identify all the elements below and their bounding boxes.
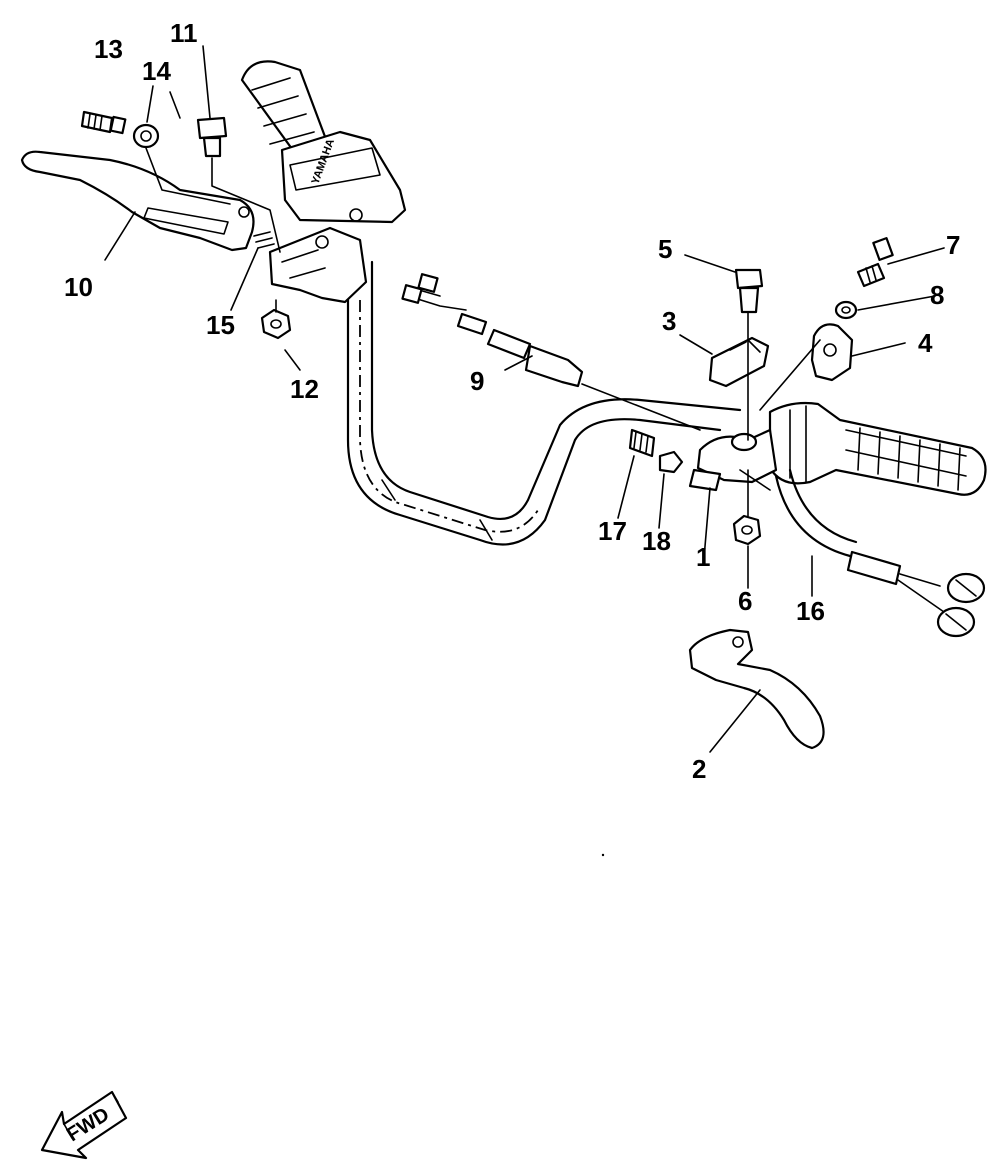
adjuster-17 (628, 428, 656, 458)
callout-17: 17 (598, 516, 627, 546)
master-cylinder: YAMAHA (268, 130, 407, 304)
stray-dot (601, 853, 605, 857)
nut-6 (732, 514, 762, 546)
screw-5 (734, 268, 764, 314)
switch-wire-9 (401, 273, 584, 388)
left-grip (240, 60, 332, 162)
throttle-housing-1 (688, 428, 778, 492)
washer-8 (834, 300, 858, 320)
collar-14 (132, 123, 160, 149)
wire-harness-16 (774, 468, 986, 638)
locknut-18 (658, 450, 684, 474)
callout-5: 5 (658, 234, 672, 264)
callout-13: 13 (94, 34, 123, 64)
handlebar-tube (346, 260, 742, 546)
clutch-lever-2 (688, 628, 825, 750)
adjuster-spring-15 (253, 231, 275, 249)
screw-7 (856, 237, 894, 288)
throttle-cover-4 (810, 323, 854, 382)
callout-2: 2 (692, 754, 706, 784)
callout-16: 16 (796, 596, 825, 626)
pivot-bolt-11 (196, 116, 228, 158)
callout-6: 6 (738, 586, 752, 616)
callout-12: 12 (290, 374, 319, 404)
callout-11: 11 (170, 18, 198, 48)
leader-lines (104, 45, 945, 753)
forward-direction-arrow: FWD (40, 1090, 128, 1160)
callout-9: 9 (470, 366, 484, 396)
callout-8: 8 (930, 280, 944, 310)
callout-4: 4 (918, 328, 933, 358)
callout-18: 18 (642, 526, 671, 556)
callout-labels: 1 2 3 4 5 6 7 8 9 10 11 12 13 14 15 16 1… (64, 18, 960, 784)
brake-lever-10 (20, 150, 255, 252)
lever-bolt-13 (80, 110, 127, 135)
callout-15: 15 (206, 310, 235, 340)
callout-1: 1 (696, 542, 710, 572)
callout-7: 7 (946, 230, 960, 260)
nut-12 (260, 308, 292, 340)
callout-3: 3 (662, 306, 676, 336)
clamp-3 (708, 336, 770, 388)
callout-10: 10 (64, 272, 93, 302)
right-grip (768, 401, 987, 496)
callout-14: 14 (142, 56, 171, 86)
